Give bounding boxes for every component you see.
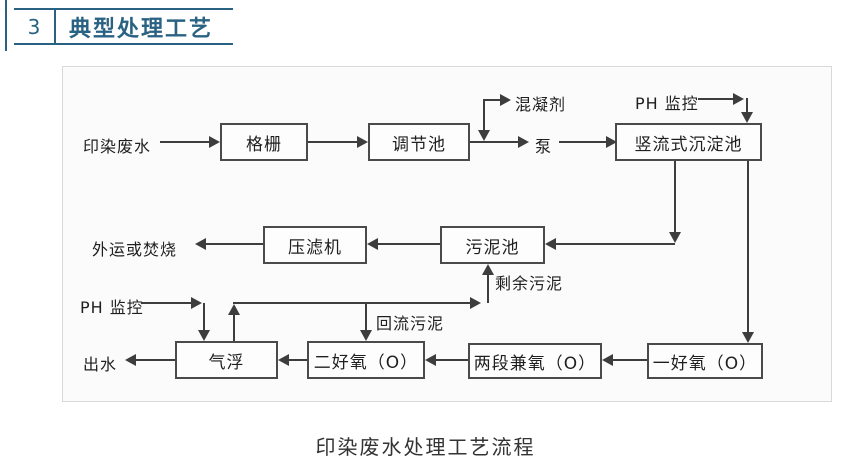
- connector-line: [206, 243, 263, 245]
- connector-line: [613, 359, 647, 361]
- flow-box-second-aerobic: 二好氧（O）: [307, 341, 425, 379]
- connector-line: [483, 99, 500, 101]
- section-header: 3 典型处理工艺: [14, 8, 233, 45]
- connector-line: [233, 315, 235, 341]
- connector-line: [487, 275, 489, 303]
- flow-box-two-stage-facultative: 两段兼氧（O）: [468, 343, 602, 379]
- arrowhead-down-icon: [742, 332, 754, 343]
- flow-label-excess-sludge: 剩余污泥: [495, 274, 564, 293]
- flow-label-influent: 印染废水: [83, 137, 152, 156]
- arrowhead-right-icon: [606, 136, 617, 148]
- flow-diagram: 格栅 调节池 竖流式沉淀池压滤机 污泥池气浮二好氧（O） 两段兼氧（O） 一好氧（O） 印染…: [62, 66, 832, 402]
- flow-label-coagulant: 混凝剂: [515, 95, 567, 114]
- connector-line: [160, 141, 209, 143]
- section-number: 3: [27, 14, 41, 39]
- arrowhead-right-icon: [500, 94, 511, 106]
- connector-line: [378, 243, 440, 245]
- arrowhead-down-icon: [741, 112, 753, 123]
- flow-box-first-aerobic: 一好氧（O）: [647, 343, 763, 379]
- arrowhead-right-icon: [518, 136, 529, 148]
- arrowhead-down-icon: [198, 330, 210, 341]
- connector-line: [556, 243, 675, 245]
- header-divider: [54, 10, 56, 43]
- connector-line: [698, 98, 733, 100]
- arrowhead-left-icon: [278, 354, 289, 366]
- arrowhead-left-icon: [545, 238, 556, 250]
- arrowhead-down-icon: [669, 232, 681, 243]
- flow-box-filter-press: 压滤机: [263, 226, 367, 264]
- arrowhead-left-icon: [125, 354, 136, 366]
- section-title: 典型处理工艺: [69, 16, 214, 42]
- connector-line: [674, 161, 676, 232]
- arrowhead-down-icon: [478, 130, 490, 141]
- connector-line: [289, 359, 307, 361]
- flow-box-air-flotation: 气浮: [175, 341, 278, 379]
- flow-box-regulating-tank: 调节池: [368, 123, 470, 161]
- connector-line: [136, 359, 175, 361]
- arrowhead-up-icon: [228, 304, 240, 315]
- connector-line: [308, 141, 357, 143]
- arrowhead-right-icon: [191, 297, 202, 309]
- arrowhead-left-icon: [195, 238, 206, 250]
- flow-label-ph-monitor-top: PH 监控: [635, 94, 699, 113]
- flow-label-disposal: 外运或焚烧: [92, 240, 178, 259]
- connector-line: [203, 303, 205, 330]
- connector-line: [365, 303, 367, 330]
- flow-box-grid-screen: 格栅: [220, 123, 308, 161]
- flow-label-pump: 泵: [535, 137, 553, 156]
- flow-label-effluent: 出水: [83, 355, 118, 374]
- arrowhead-left-icon: [425, 354, 436, 366]
- figure-caption: 印染废水处理工艺流程: [315, 435, 536, 459]
- connector-line: [141, 302, 191, 304]
- connector-line: [746, 98, 748, 112]
- flow-box-vertical-sedimentation-tank: 竖流式沉淀池: [615, 123, 762, 161]
- connector-line: [483, 99, 485, 130]
- arrowhead-right-icon: [733, 93, 744, 105]
- arrowhead-right-icon: [209, 136, 220, 148]
- connector-line: [470, 141, 518, 143]
- connector-line: [436, 359, 468, 361]
- connector-line: [233, 302, 470, 304]
- flow-box-sludge-tank: 污泥池: [440, 226, 545, 264]
- arrowhead-left-icon: [602, 354, 613, 366]
- connector-line: [747, 161, 749, 332]
- header-accent-bar: [5, 0, 7, 51]
- arrowhead-right-icon: [357, 136, 368, 148]
- arrowhead-up-icon: [482, 264, 494, 275]
- arrowhead-left-icon: [367, 238, 378, 250]
- flow-label-ph-monitor-bottom: PH 监控: [80, 298, 144, 317]
- connector-line: [559, 141, 606, 143]
- arrowhead-right-icon: [470, 297, 481, 309]
- flow-label-return-sludge: 回流污泥: [376, 314, 445, 333]
- arrowhead-down-icon: [360, 330, 372, 341]
